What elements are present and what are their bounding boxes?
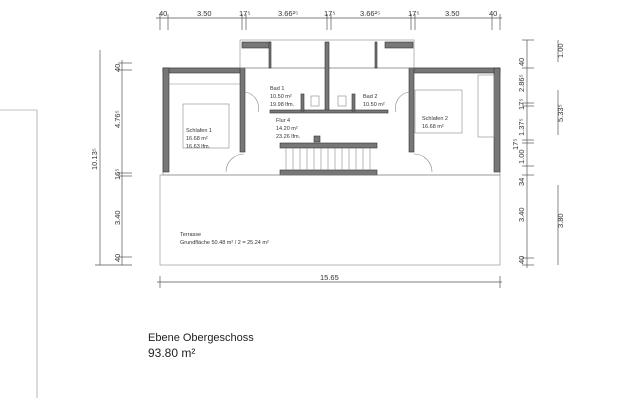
room-area: 16.68 m² <box>186 136 208 142</box>
room-area: 16.68 m² <box>422 124 444 130</box>
dim-label: 3.66²⁵ <box>360 9 380 18</box>
dim-label: 40 <box>517 58 526 66</box>
dim-label: 1.37⁵ <box>517 118 526 136</box>
room-perimeter: 19.98 lfm. <box>270 102 295 108</box>
room-name: Schlafen 2 <box>422 116 448 122</box>
dim-label: 3.50 <box>445 9 460 18</box>
dim-label: 2.86⁵ <box>517 74 526 92</box>
dim-label: 40 <box>113 254 122 262</box>
dim-label: 17⁵ <box>239 9 250 18</box>
dim-label: 1.00 <box>556 43 565 58</box>
neighbour-outline <box>0 109 38 398</box>
room-name: Bad 2 <box>363 94 377 100</box>
room-area: 14.20 m² <box>276 126 298 132</box>
room-area: Grundfläche 50.48 m² / 2 = 25.24 m² <box>180 240 269 246</box>
dim-label: 16⁵ <box>113 169 122 180</box>
room-name: Terrasse <box>180 232 201 238</box>
dim-label: 3.50 <box>197 9 212 18</box>
bottom-dimension: 15.65 <box>157 273 502 288</box>
plan-title: Ebene Obergeschoss <box>148 332 254 344</box>
dim-label: 4.76⁵ <box>113 110 122 128</box>
room-area: 10.50 m² <box>270 94 292 100</box>
right-dimension-chain: 40 2.86⁵ 17⁵ 1.37⁵ 17⁵ 1.00 34 3.40 40 1… <box>511 39 565 268</box>
dim-label: 3.66²⁵ <box>278 9 298 18</box>
room-schlafen-2: Schlafen 2 16.68 m² <box>422 116 448 130</box>
plan-total-area: 93.80 m² <box>148 346 196 360</box>
room-bad-1: Bad 1 10.50 m² 19.98 lfm. <box>270 86 295 108</box>
room-schlafen-1: Schlafen 1 16.68 m² 16.63 lfm. <box>186 128 212 150</box>
dim-label: 1.00 <box>517 149 526 164</box>
dim-label: 17⁵ <box>511 139 520 150</box>
room-area: 10.50 m² <box>363 102 385 108</box>
top-dimension-chain: 40 3.50 17⁵ 3.66²⁵ 17⁵ 3.66²⁵ 17⁵ 3.50 4… <box>156 9 502 30</box>
dim-label: 5.33⁵ <box>556 104 565 122</box>
dim-label: 3.40 <box>113 210 122 225</box>
room-flur-4: Flur 4 14.20 m² 23.26 lfm. <box>276 118 301 140</box>
dim-label: 34 <box>517 178 526 186</box>
dim-label: 10.13⁵ <box>90 148 99 170</box>
dim-label: 15.65 <box>320 273 339 282</box>
dim-label: 3.40 <box>517 207 526 222</box>
room-bad-2: Bad 2 10.50 m² <box>363 94 385 108</box>
dim-label: 40 <box>517 256 526 264</box>
room-name: Bad 1 <box>270 86 284 92</box>
dim-label: 40 <box>489 9 497 18</box>
room-name: Schlafen 1 <box>186 128 212 134</box>
dim-label: 17⁵ <box>408 9 419 18</box>
room-name: Flur 4 <box>276 118 290 124</box>
dim-label: 3.80 <box>556 213 565 228</box>
room-terrasse: Terrasse Grundfläche 50.48 m² / 2 = 25.2… <box>180 232 269 246</box>
room-perimeter: 16.63 lfm. <box>186 144 211 150</box>
dim-label: 17⁵ <box>324 9 335 18</box>
dim-label: 40 <box>113 64 122 72</box>
room-perimeter: 23.26 lfm. <box>276 134 301 140</box>
terrace-outline <box>159 174 501 266</box>
dim-label: 17⁵ <box>517 99 526 110</box>
left-dimension-chain: 40 4.76⁵ 16⁵ 3.40 40 10.13⁵ <box>90 50 132 266</box>
building-walls <box>162 39 501 176</box>
dim-label: 40 <box>159 9 167 18</box>
